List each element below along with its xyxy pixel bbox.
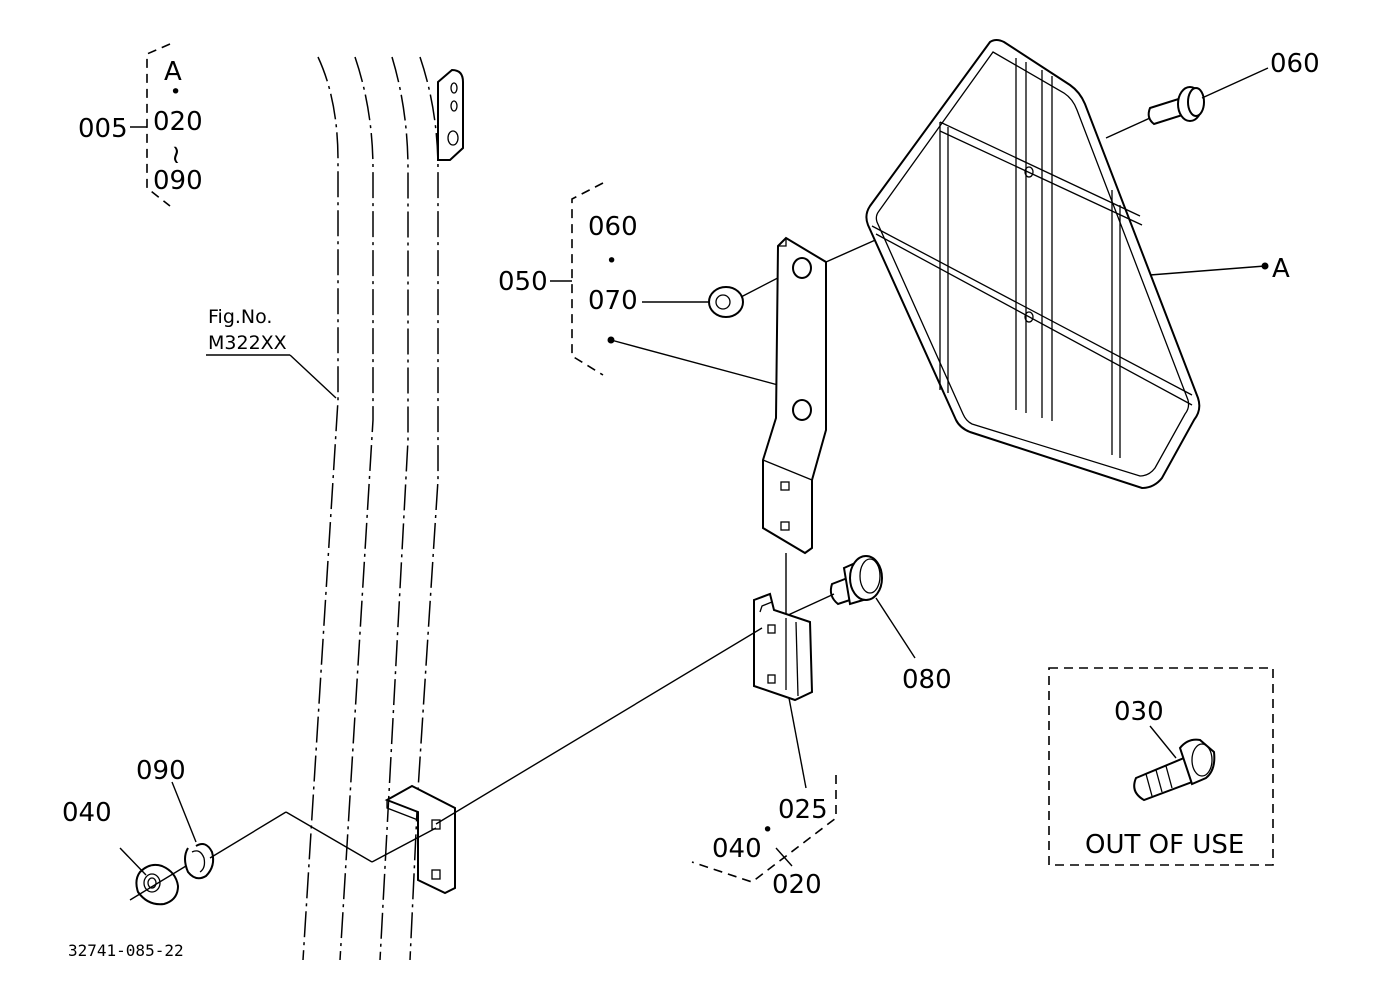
callout-group-020: 025 • 040 020 <box>691 775 837 900</box>
label-005-020: 020 <box>153 107 203 137</box>
label-060: 060 <box>1270 49 1320 79</box>
label-050-dot: • <box>606 250 617 272</box>
screw-060-icon: 060 <box>1105 49 1320 139</box>
channel-bracket <box>753 592 814 789</box>
label-020: 020 <box>772 870 822 900</box>
assembly-line-lower <box>129 811 437 901</box>
label-025: 025 <box>778 795 828 825</box>
label-090: 090 <box>136 756 186 786</box>
label-005-dot: • <box>170 81 181 103</box>
nut-040-icon: 040 <box>62 798 180 906</box>
window-mesh-guard <box>865 39 1201 490</box>
frame-mount-plate <box>437 68 464 161</box>
label-005-090: 090 <box>153 166 203 196</box>
label-050-060: 060 <box>588 212 638 242</box>
label-040-dot: • <box>762 819 773 841</box>
bracket-arm <box>762 171 1029 620</box>
bolt-030-icon <box>1133 738 1216 802</box>
callout-group-005: 005 A • 020 ~ 090 <box>78 43 203 207</box>
out-of-use-box: 030 OUT OF USE <box>1048 667 1274 866</box>
lower-frame-bracket <box>384 627 763 895</box>
label-050-070: 070 <box>588 286 638 316</box>
label-040-group: 040 <box>712 834 762 864</box>
label-005: 005 <box>78 114 128 144</box>
drawing-number: 32741-085-22 <box>68 941 184 960</box>
washer-090-icon: 090 <box>136 756 215 880</box>
nut-070-icon <box>708 267 798 318</box>
reference-a: A <box>1149 254 1290 284</box>
fig-no-label: Fig.No. <box>208 306 272 328</box>
label-030: 030 <box>1114 697 1164 727</box>
label-ref-a: A <box>1272 254 1290 284</box>
label-005-tilde: ~ <box>161 144 191 166</box>
bolt-080-icon: 080 <box>785 555 952 695</box>
callout-group-050: 050 060 • 070 <box>498 182 779 386</box>
fig-code-label: M322XX <box>208 332 287 354</box>
label-040: 040 <box>62 798 112 828</box>
out-of-use-label: OUT OF USE <box>1085 830 1244 860</box>
label-080: 080 <box>902 665 952 695</box>
cab-frame-outline <box>302 56 439 961</box>
label-005-a: A <box>164 57 182 87</box>
figure-reference: Fig.No. M322XX <box>206 306 337 399</box>
label-050: 050 <box>498 267 548 297</box>
